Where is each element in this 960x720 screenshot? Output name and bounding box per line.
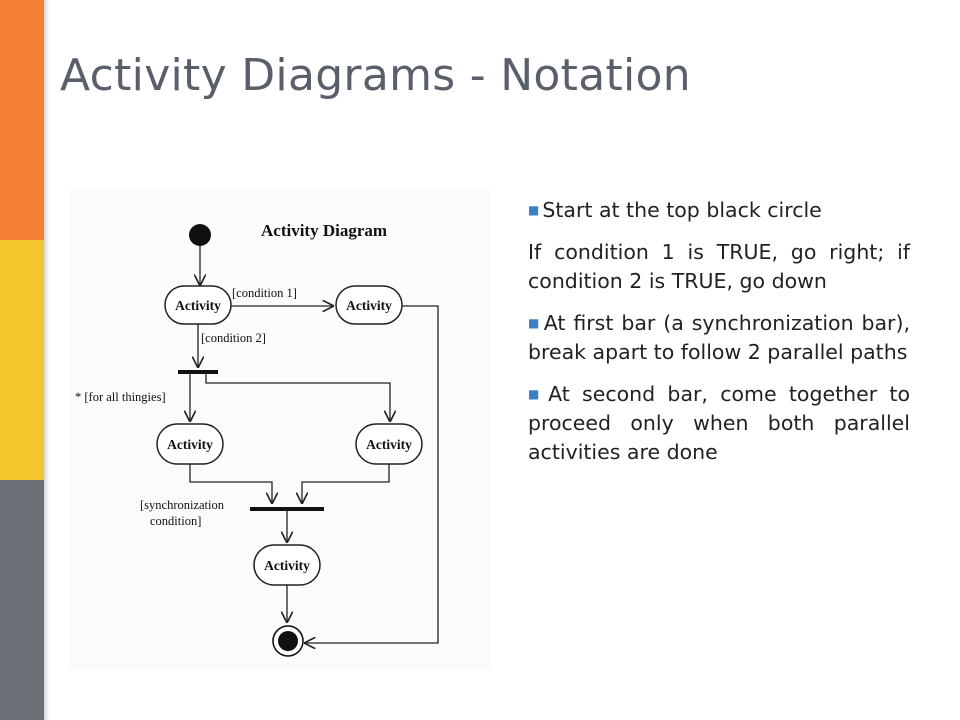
activity-node-5-label: Activity [264, 558, 310, 573]
sidebar-orange-band [0, 0, 44, 240]
bullet-item-1: ■Start at the top black circle [528, 196, 910, 225]
activity-diagram-svg: Activity Diagram Activity [condition 1] … [75, 221, 439, 657]
square-bullet-icon: ■ [528, 387, 546, 401]
edge-activity2-to-end [304, 305, 439, 643]
decorative-sidebar [0, 0, 44, 720]
activity-node-2: Activity [335, 285, 403, 325]
edge-activity3-to-join [189, 464, 272, 504]
activity-node-3: Activity [156, 423, 224, 465]
activity-node-3-label: Activity [167, 437, 213, 452]
activity-node-4: Activity [355, 423, 423, 465]
label-synchronization-line1: [synchronization [140, 498, 225, 512]
activity-node-4-label: Activity [366, 437, 412, 452]
label-for-all-thingies: * [for all thingies] [75, 390, 166, 404]
bullet-item-4: ■At second bar, come together to proceed… [528, 380, 910, 467]
square-bullet-icon: ■ [528, 203, 540, 217]
slide-title: Activity Diagrams - Notation [60, 50, 691, 101]
sidebar-yellow-band [0, 240, 44, 480]
edge-activity4-to-join [302, 464, 390, 504]
square-bullet-icon: ■ [528, 316, 541, 330]
start-node [189, 224, 211, 246]
label-synchronization-line2: condition] [150, 514, 201, 528]
activity-node-2-label: Activity [346, 298, 392, 313]
fork-sync-bar [178, 370, 218, 374]
activity-node-5: Activity [253, 544, 321, 586]
bullet-item-4-text: At second bar, come together to proceed … [528, 382, 910, 464]
paragraph-item-2-text: If condition 1 is TRUE, go right; if con… [528, 240, 910, 293]
edge-fork-to-activity4 [205, 374, 390, 422]
sidebar-gray-band [0, 480, 44, 720]
activity-diagram-figure: Activity Diagram Activity [condition 1] … [70, 190, 490, 670]
join-sync-bar [250, 507, 324, 511]
diagram-heading: Activity Diagram [261, 221, 387, 240]
activity-node-1-label: Activity [175, 298, 221, 313]
end-node [272, 625, 304, 657]
activity-node-1: Activity [164, 285, 232, 325]
bullet-item-3: ■At first bar (a synchronization bar), b… [528, 309, 910, 367]
label-condition-2: [condition 2] [201, 331, 266, 345]
label-condition-1: [condition 1] [232, 286, 297, 300]
bullet-item-3-text: At first bar (a synchronization bar), br… [528, 311, 910, 364]
bullet-item-1-text: Start at the top black circle [542, 198, 822, 222]
notation-text: ■Start at the top black circle If condit… [528, 196, 910, 480]
sidebar-shadow [44, 0, 50, 720]
paragraph-item-2: If condition 1 is TRUE, go right; if con… [528, 238, 910, 296]
